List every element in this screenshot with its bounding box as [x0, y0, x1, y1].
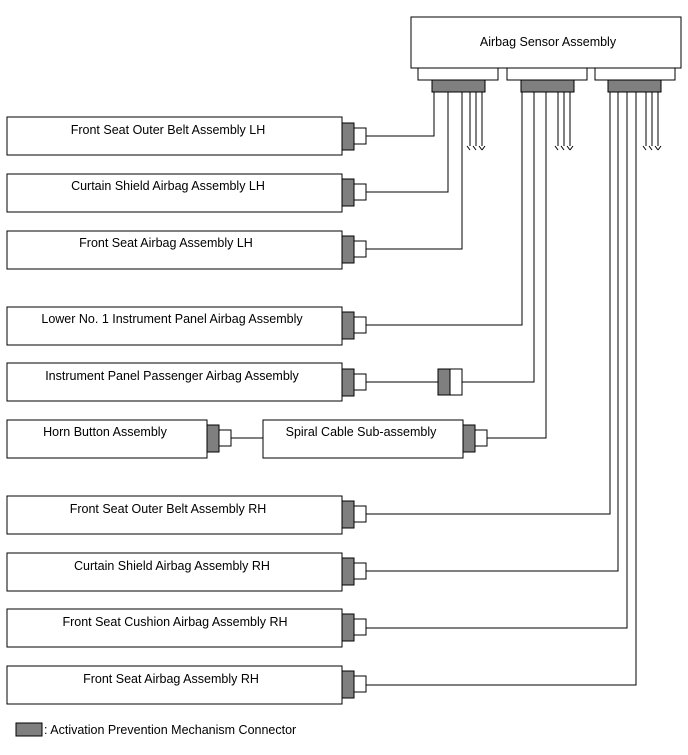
component-label: Curtain Shield Airbag Assembly RH [74, 559, 270, 573]
component-box [6, 173, 343, 213]
activation-prevention-connector [341, 368, 355, 397]
activation-prevention-connector [341, 500, 355, 529]
connector-plug [474, 429, 488, 447]
activation-prevention-connector [341, 235, 355, 264]
activation-prevention-connector [341, 311, 355, 340]
activation-prevention-connector [341, 557, 355, 586]
component-box [6, 665, 343, 705]
spare-wire-ends-3 [642, 145, 662, 151]
curtain-shield-airbag-rh: Curtain Shield Airbag Assembly RH [6, 92, 619, 592]
ecu-connector-1 [431, 79, 486, 93]
ecu-connector-2 [520, 79, 575, 93]
component-label: Spiral Cable Sub-assembly [286, 425, 438, 439]
component-box [6, 306, 343, 346]
ecu-connector-housing-3 [594, 67, 676, 81]
front-seat-outer-belt-rh: Front Seat Outer Belt Assembly RH [6, 92, 611, 535]
component-label: Front Seat Airbag Assembly RH [83, 672, 259, 686]
component-label: Front Seat Cushion Airbag Assembly RH [62, 615, 287, 629]
spiral-cable-sub-assembly: Spiral Cable Sub-assembly [262, 92, 547, 459]
legend: : Activation Prevention Mechanism Connec… [15, 722, 296, 737]
component-box [6, 362, 343, 402]
airbag-sensor-label: Airbag Sensor Assembly [480, 35, 617, 49]
front-seat-cushion-airbag-rh: Front Seat Cushion Airbag Assembly RH [6, 92, 628, 648]
spare-wire-ends-2 [554, 145, 574, 151]
ecu-connector-3 [607, 79, 662, 93]
component-box [6, 608, 343, 648]
front-seat-airbag-rh: Front Seat Airbag Assembly RH [6, 92, 637, 705]
spare-wire-stubs [466, 92, 662, 151]
component-label: Front Seat Outer Belt Assembly LH [71, 123, 266, 137]
inline-connector-dark [437, 368, 451, 396]
activation-prevention-connector [341, 613, 355, 642]
wire [366, 92, 523, 326]
connector-plug [353, 240, 367, 258]
wire [366, 92, 619, 572]
curtain-shield-airbag-lh: Curtain Shield Airbag Assembly LH [6, 92, 449, 213]
connector-plug [218, 429, 232, 447]
wire [366, 92, 611, 515]
component-label: Front Seat Outer Belt Assembly RH [70, 502, 267, 516]
wire [366, 92, 628, 629]
wire [366, 92, 449, 193]
connector-plug [353, 562, 367, 580]
component-box [6, 419, 208, 459]
component-box [262, 419, 464, 459]
component-label: Front Seat Airbag Assembly LH [79, 236, 253, 250]
spare-wires-connector-1 [469, 92, 483, 146]
activation-prevention-connector [341, 670, 355, 699]
spare-wire-ends-1 [466, 145, 486, 151]
activation-prevention-connector [341, 122, 355, 151]
connector-plug [353, 183, 367, 201]
connector-plug [353, 316, 367, 334]
airbag-sensor-box [410, 16, 682, 69]
component-box [6, 116, 343, 156]
instrument-panel-passenger-airbag: Instrument Panel Passenger Airbag Assemb… [6, 92, 535, 402]
ecu-connector-housing-2 [506, 67, 588, 81]
component-box [6, 495, 343, 535]
component-label: Lower No. 1 Instrument Panel Airbag Asse… [41, 312, 303, 326]
inline-connector-light [449, 368, 463, 396]
legend-label: : Activation Prevention Mechanism Connec… [44, 723, 296, 737]
component-label: Curtain Shield Airbag Assembly LH [71, 179, 265, 193]
front-seat-outer-belt-lh: Front Seat Outer Belt Assembly LH [6, 92, 435, 156]
component-label: Horn Button Assembly [43, 425, 167, 439]
component-box [6, 552, 343, 592]
component-label: Instrument Panel Passenger Airbag Assemb… [45, 369, 299, 383]
spare-wires-connector-2 [557, 92, 571, 146]
wire [366, 92, 463, 250]
connector-plug [353, 675, 367, 693]
wire [366, 92, 435, 137]
lower-no1-instrument-panel-airbag: Lower No. 1 Instrument Panel Airbag Asse… [6, 92, 523, 346]
airbag-sensor-assembly: Airbag Sensor Assembly [410, 16, 682, 93]
wire [366, 92, 637, 686]
connector-plug [353, 373, 367, 391]
wire [462, 92, 535, 383]
wire [487, 92, 547, 439]
front-seat-airbag-lh: Front Seat Airbag Assembly LH [6, 92, 463, 270]
legend-connector-swatch [15, 722, 43, 737]
component-box [6, 230, 343, 270]
ecu-connector-housing-1 [417, 67, 499, 81]
activation-prevention-connector [341, 178, 355, 207]
connector-plug [353, 618, 367, 636]
horn-button-assembly: Horn Button Assembly [6, 419, 263, 459]
connector-plug [353, 127, 367, 145]
activation-prevention-connector [206, 424, 220, 453]
connector-plug [353, 505, 367, 523]
spare-wires-connector-3 [645, 92, 659, 146]
activation-prevention-connector [462, 424, 476, 453]
